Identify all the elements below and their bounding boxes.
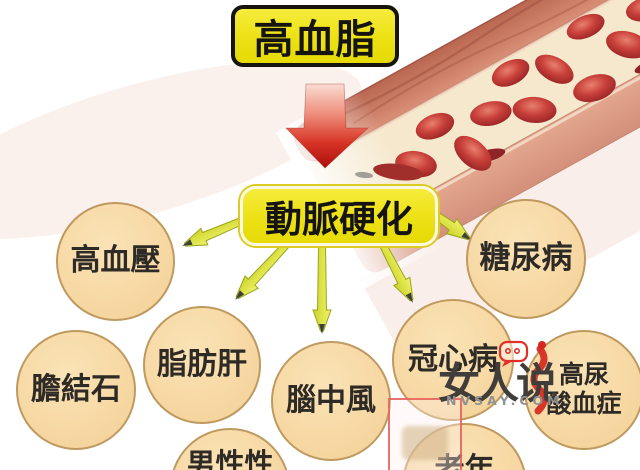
hyperuricemia-label-line2: 酸血症 [546,389,622,418]
elderly-label: 老年 [434,452,495,470]
hyperlipidemia-label: 高血脂 [253,17,377,63]
stray-blood-cell [355,163,423,181]
stamp-watermark [388,398,462,470]
circle-hypertension: 高血壓 [56,202,175,321]
hyperlipidemia-box: 高血脂 [231,5,399,67]
diabetes-label: 糖尿病 [479,240,573,277]
hyperuricemia-label-line1: 高尿 [558,360,609,390]
gallstones-label: 膽結石 [31,371,121,407]
cause-arrow-icon [285,83,370,169]
arrow-to-coronary [379,242,414,303]
watermark-graphics [498,340,548,415]
red-blood-cells [395,0,640,178]
dart-arrows [182,209,472,334]
fatty-liver-label: 脂肪肝 [157,346,247,382]
circle-stroke: 腦中風 [271,341,391,461]
arteriosclerosis-box: 動脈硬化 [240,186,438,246]
hypertension-label: 高血壓 [70,243,161,279]
circle-fatty-liver: 脂肪肝 [143,306,261,424]
woman-figure-icon [530,341,548,415]
circle-gallstones: 膽結石 [16,330,136,450]
circle-diabetes: 糖尿病 [466,199,586,319]
speech-bubble-icon [498,340,529,363]
stroke-label: 腦中風 [286,382,376,418]
circle-coronary-heart-disease: 冠心病 [392,299,514,421]
watermark-brand: 女人说 [438,359,558,408]
male-sexual-label: 男性性 [186,447,274,470]
watermark-domain: NVSAY.COM [446,393,564,408]
coronary-label: 冠心病 [408,341,498,377]
stamp-blob [402,426,448,460]
arrow-to-hypertension [182,216,247,247]
arteriosclerosis-label: 動脈硬化 [265,198,413,241]
circle-hyperuricemia: 高尿 酸血症 [524,330,640,450]
arrow-to-stroke [312,245,332,334]
arrow-to-fatty-liver [235,240,291,300]
site-watermark: 女人说 NVSAY.COM [436,336,626,416]
